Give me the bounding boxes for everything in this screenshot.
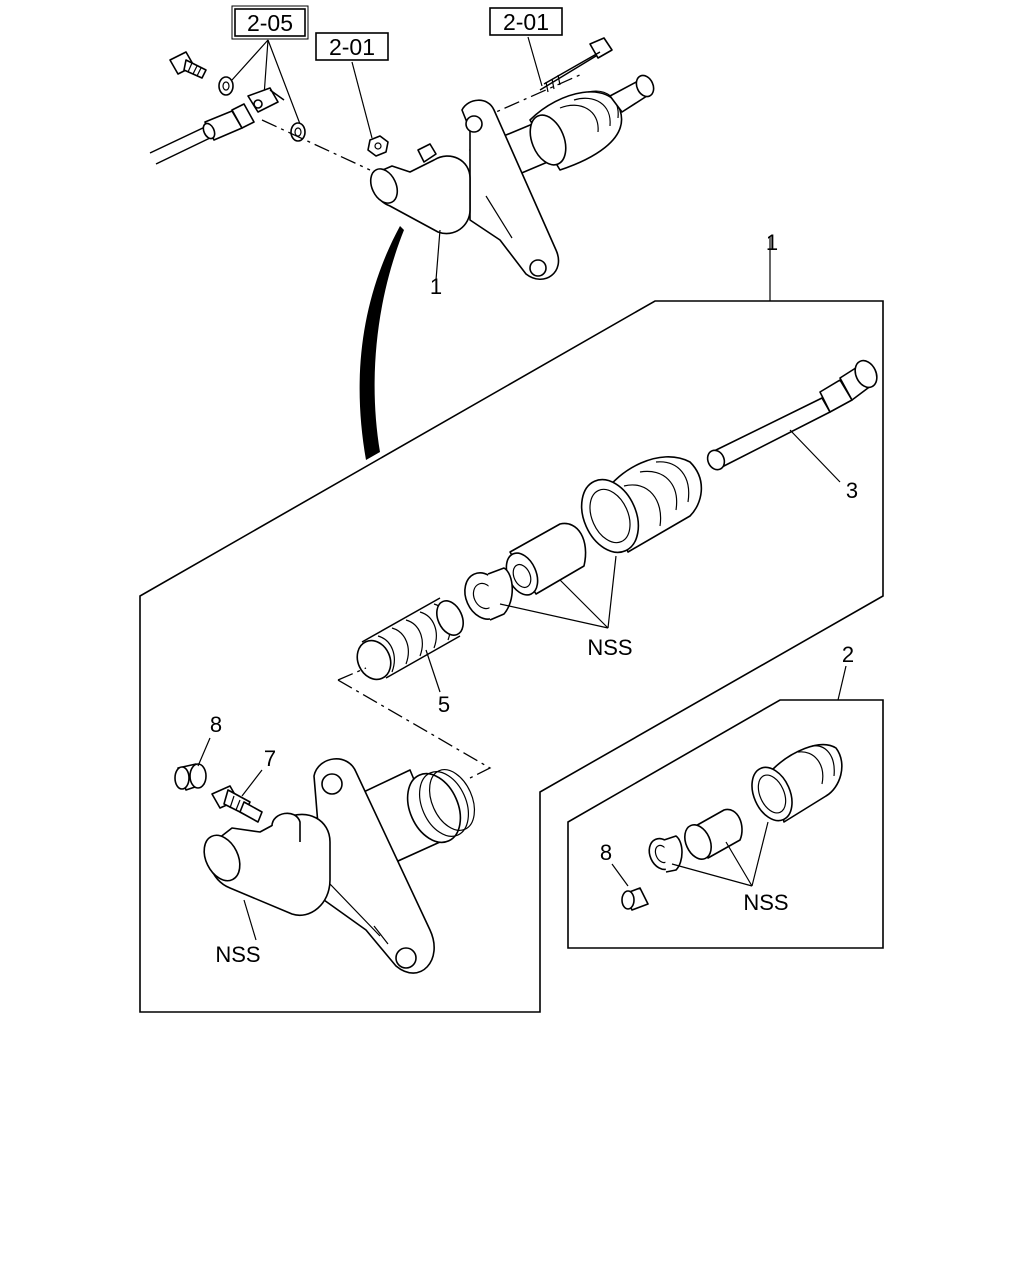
ref-2-01-right-label: 2-01: [503, 9, 549, 35]
detail-pointer-arrow: [359, 226, 404, 460]
hydraulic-pipe: [149, 87, 285, 165]
kit-piston-cup: [648, 835, 683, 873]
return-spring: [356, 597, 464, 681]
callout-push-rod: 3: [846, 478, 858, 503]
repair-kit-box: 2 8 NSS: [567, 642, 884, 949]
callout-nss-kit: NSS: [743, 890, 788, 915]
callout-assembly-group: 1: [766, 230, 778, 255]
ref-box-2-01-left[interactable]: 2-01: [315, 32, 389, 61]
callout-cap-kit: 8: [600, 840, 612, 865]
callout-assembly-top: 1: [430, 274, 442, 299]
kit-dust-boot: [751, 743, 843, 823]
kit-piston: [684, 808, 743, 860]
top-assembly: 2-05 2-01 2-01: [149, 5, 655, 299]
ref-box-2-05[interactable]: 2-05: [231, 5, 309, 40]
piston-cup: [464, 567, 514, 621]
nut: [367, 135, 389, 157]
slave-cylinder-body: [203, 758, 476, 974]
slave-cylinder-top: [369, 74, 655, 280]
ref-2-05-label: 2-05: [247, 10, 293, 36]
callout-cap-main: 8: [210, 712, 222, 737]
piston: [505, 522, 587, 596]
ref-2-01-left-label: 2-01: [329, 34, 375, 60]
push-rod: [706, 359, 878, 471]
kit-bleeder-cap: [621, 887, 649, 911]
ref-box-2-01-right[interactable]: 2-01: [489, 7, 563, 36]
washer-upper: [218, 76, 234, 96]
mounting-bolt: [539, 37, 613, 93]
bleeder-cap: [174, 763, 207, 791]
callout-boot-spring: 5: [438, 692, 450, 717]
callout-nss-seals: NSS: [587, 635, 632, 660]
bleeder-screw: [211, 785, 263, 823]
washer-lower: [290, 122, 306, 142]
callout-bleeder-screw: 7: [264, 746, 276, 771]
dust-boot: [580, 456, 703, 554]
banjo-bolt: [169, 51, 207, 79]
exploded-view-box: 1 3: [139, 230, 884, 1013]
callout-nss-body: NSS: [215, 942, 260, 967]
callout-kit-group: 2: [842, 642, 854, 667]
